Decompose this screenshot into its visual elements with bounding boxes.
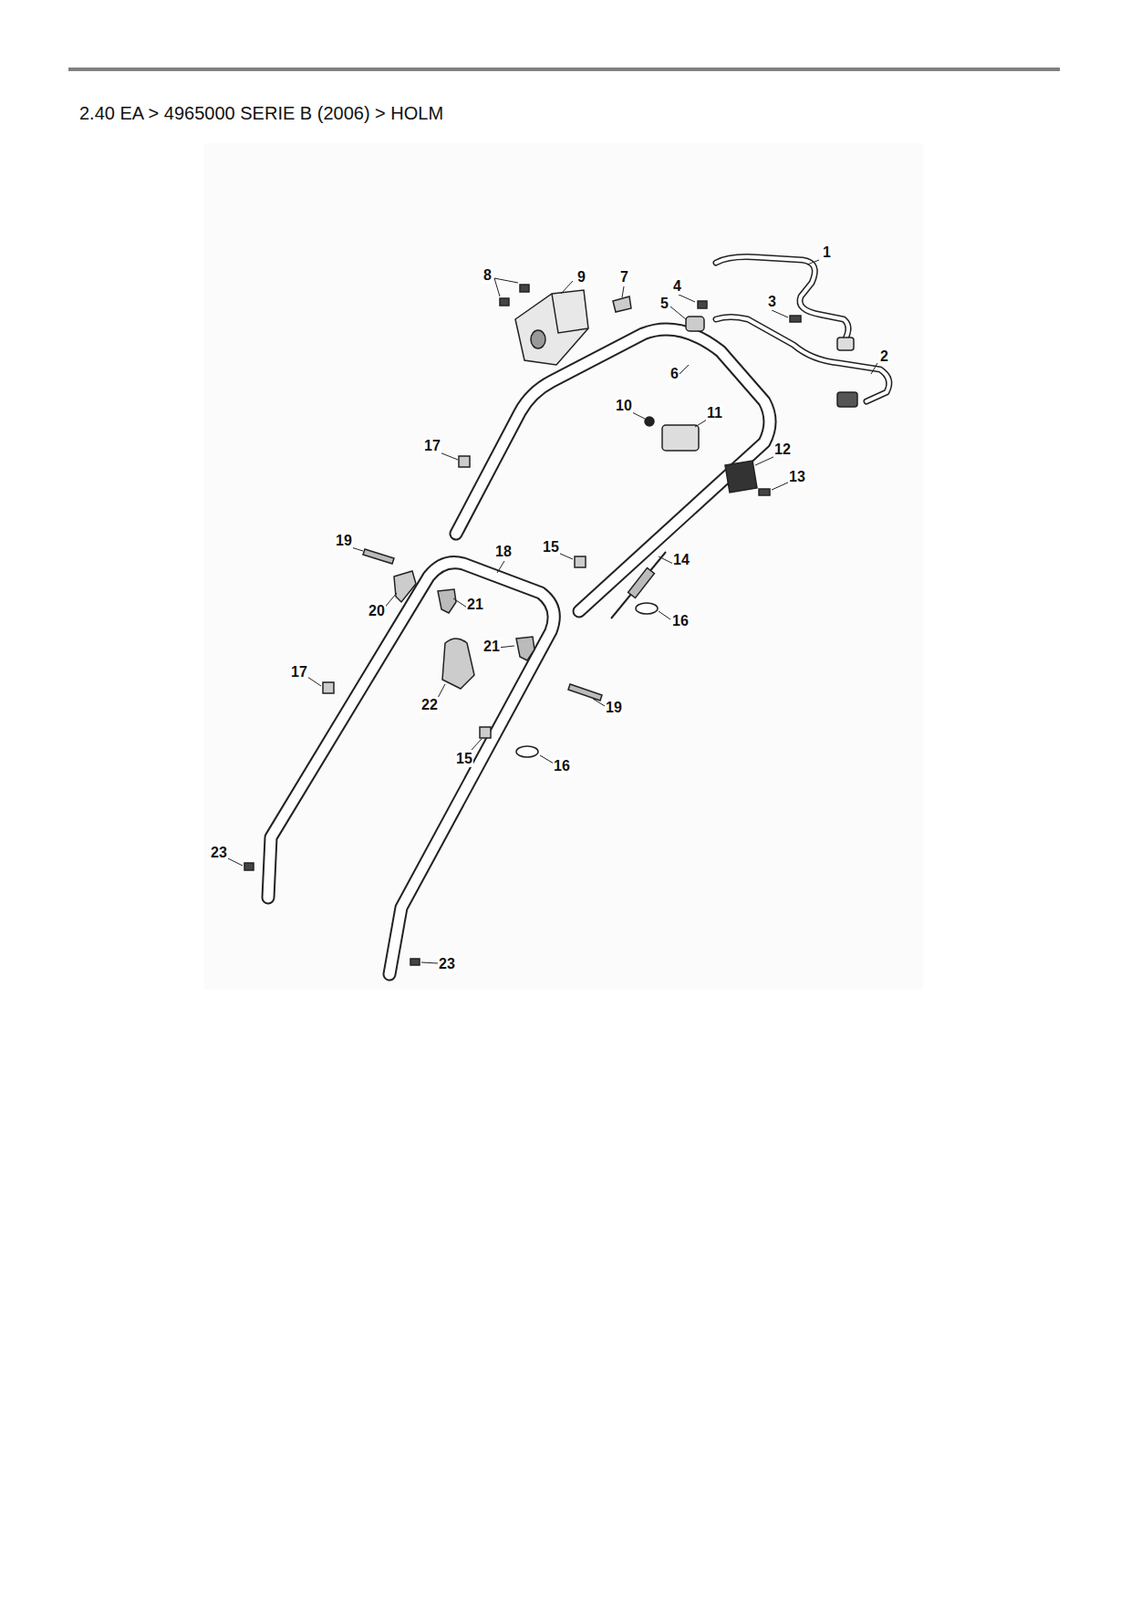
callout-number: 4 [672,278,683,295]
callout-number: 12 [773,441,792,458]
callout-number: 1 [821,244,832,261]
callout-number: 15 [455,750,474,768]
callout-number: 3 [767,293,778,311]
callout-number: 9 [576,269,587,286]
callout-number: 10 [614,397,633,415]
header-rule [68,67,1060,72]
callout-number: 16 [671,612,690,630]
callout-number: 7 [619,269,630,286]
leader-lines [228,259,878,964]
breadcrumb-title: 2.40 EA > 4965000 SERIE B (2006) > HOLM [79,103,444,125]
callout-number: 19 [604,699,623,716]
callout-number: 22 [420,696,439,714]
callout-number: 6 [669,365,680,383]
callout-number: 18 [494,543,513,561]
drawing-ground [204,143,924,990]
callout-number: 13 [788,468,807,486]
callout-number: 2 [879,348,890,365]
handle-tubes [268,257,890,975]
callout-number: 8 [482,267,493,284]
callout-number: 19 [334,532,353,550]
callout-number: 21 [466,596,485,613]
callout-number: 11 [705,404,724,422]
callout-number: 20 [367,602,386,620]
callout-number: 17 [423,437,442,455]
small-parts [244,284,858,965]
callout-number: 16 [552,757,571,775]
callout-number: 21 [482,638,501,655]
callout-number: 14 [672,551,691,569]
callout-number: 23 [209,844,229,862]
callout-number: 15 [541,539,561,556]
callout-number: 5 [659,295,670,312]
callout-number: 17 [290,664,309,681]
callout-number: 23 [437,955,457,973]
